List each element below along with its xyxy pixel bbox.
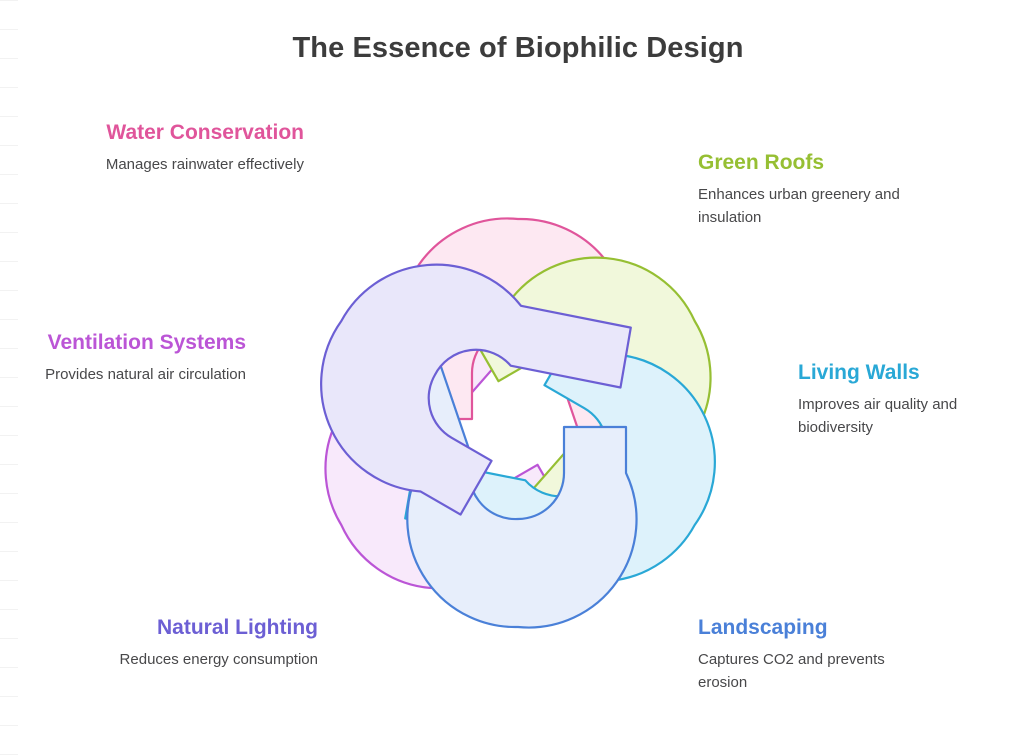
label-desc-landscaping: Captures CO2 and prevents erosion — [698, 650, 885, 691]
label-title-green-roofs: Green Roofs — [698, 151, 825, 174]
page-title: The Essence of Biophilic Design — [292, 32, 744, 64]
label-title-water-conservation: Water Conservation — [106, 121, 304, 144]
label-ventilation-systems: Ventilation Systems Provides natural air… — [28, 328, 246, 387]
label-green-roofs: Green Roofs Enhances urban greenery and … — [698, 148, 916, 230]
hooks-svg — [270, 199, 766, 647]
label-title-natural-lighting: Natural Lighting — [157, 616, 318, 639]
label-desc-ventilation-systems: Provides natural air circulation — [45, 365, 246, 383]
label-landscaping: Landscaping Captures CO2 and prevents er… — [698, 613, 916, 695]
label-natural-lighting: Natural Lighting Reduces energy consumpt… — [100, 613, 318, 672]
ribbon-group — [270, 199, 766, 647]
label-title-living-walls: Living Walls — [798, 361, 920, 384]
label-living-walls: Living Walls Improves air quality and bi… — [798, 358, 1016, 440]
label-title-ventilation-systems: Ventilation Systems — [47, 331, 246, 354]
interlocking-hooks-diagram — [248, 155, 788, 685]
page-edge-ticks — [0, 0, 18, 755]
label-water-conservation: Water Conservation Manages rainwater eff… — [86, 118, 304, 177]
label-desc-green-roofs: Enhances urban greenery and insulation — [698, 185, 900, 226]
label-desc-living-walls: Improves air quality and biodiversity — [798, 395, 958, 436]
label-desc-natural-lighting: Reduces energy consumption — [119, 650, 318, 668]
label-title-landscaping: Landscaping — [698, 616, 828, 639]
label-desc-water-conservation: Manages rainwater effectively — [105, 155, 304, 173]
